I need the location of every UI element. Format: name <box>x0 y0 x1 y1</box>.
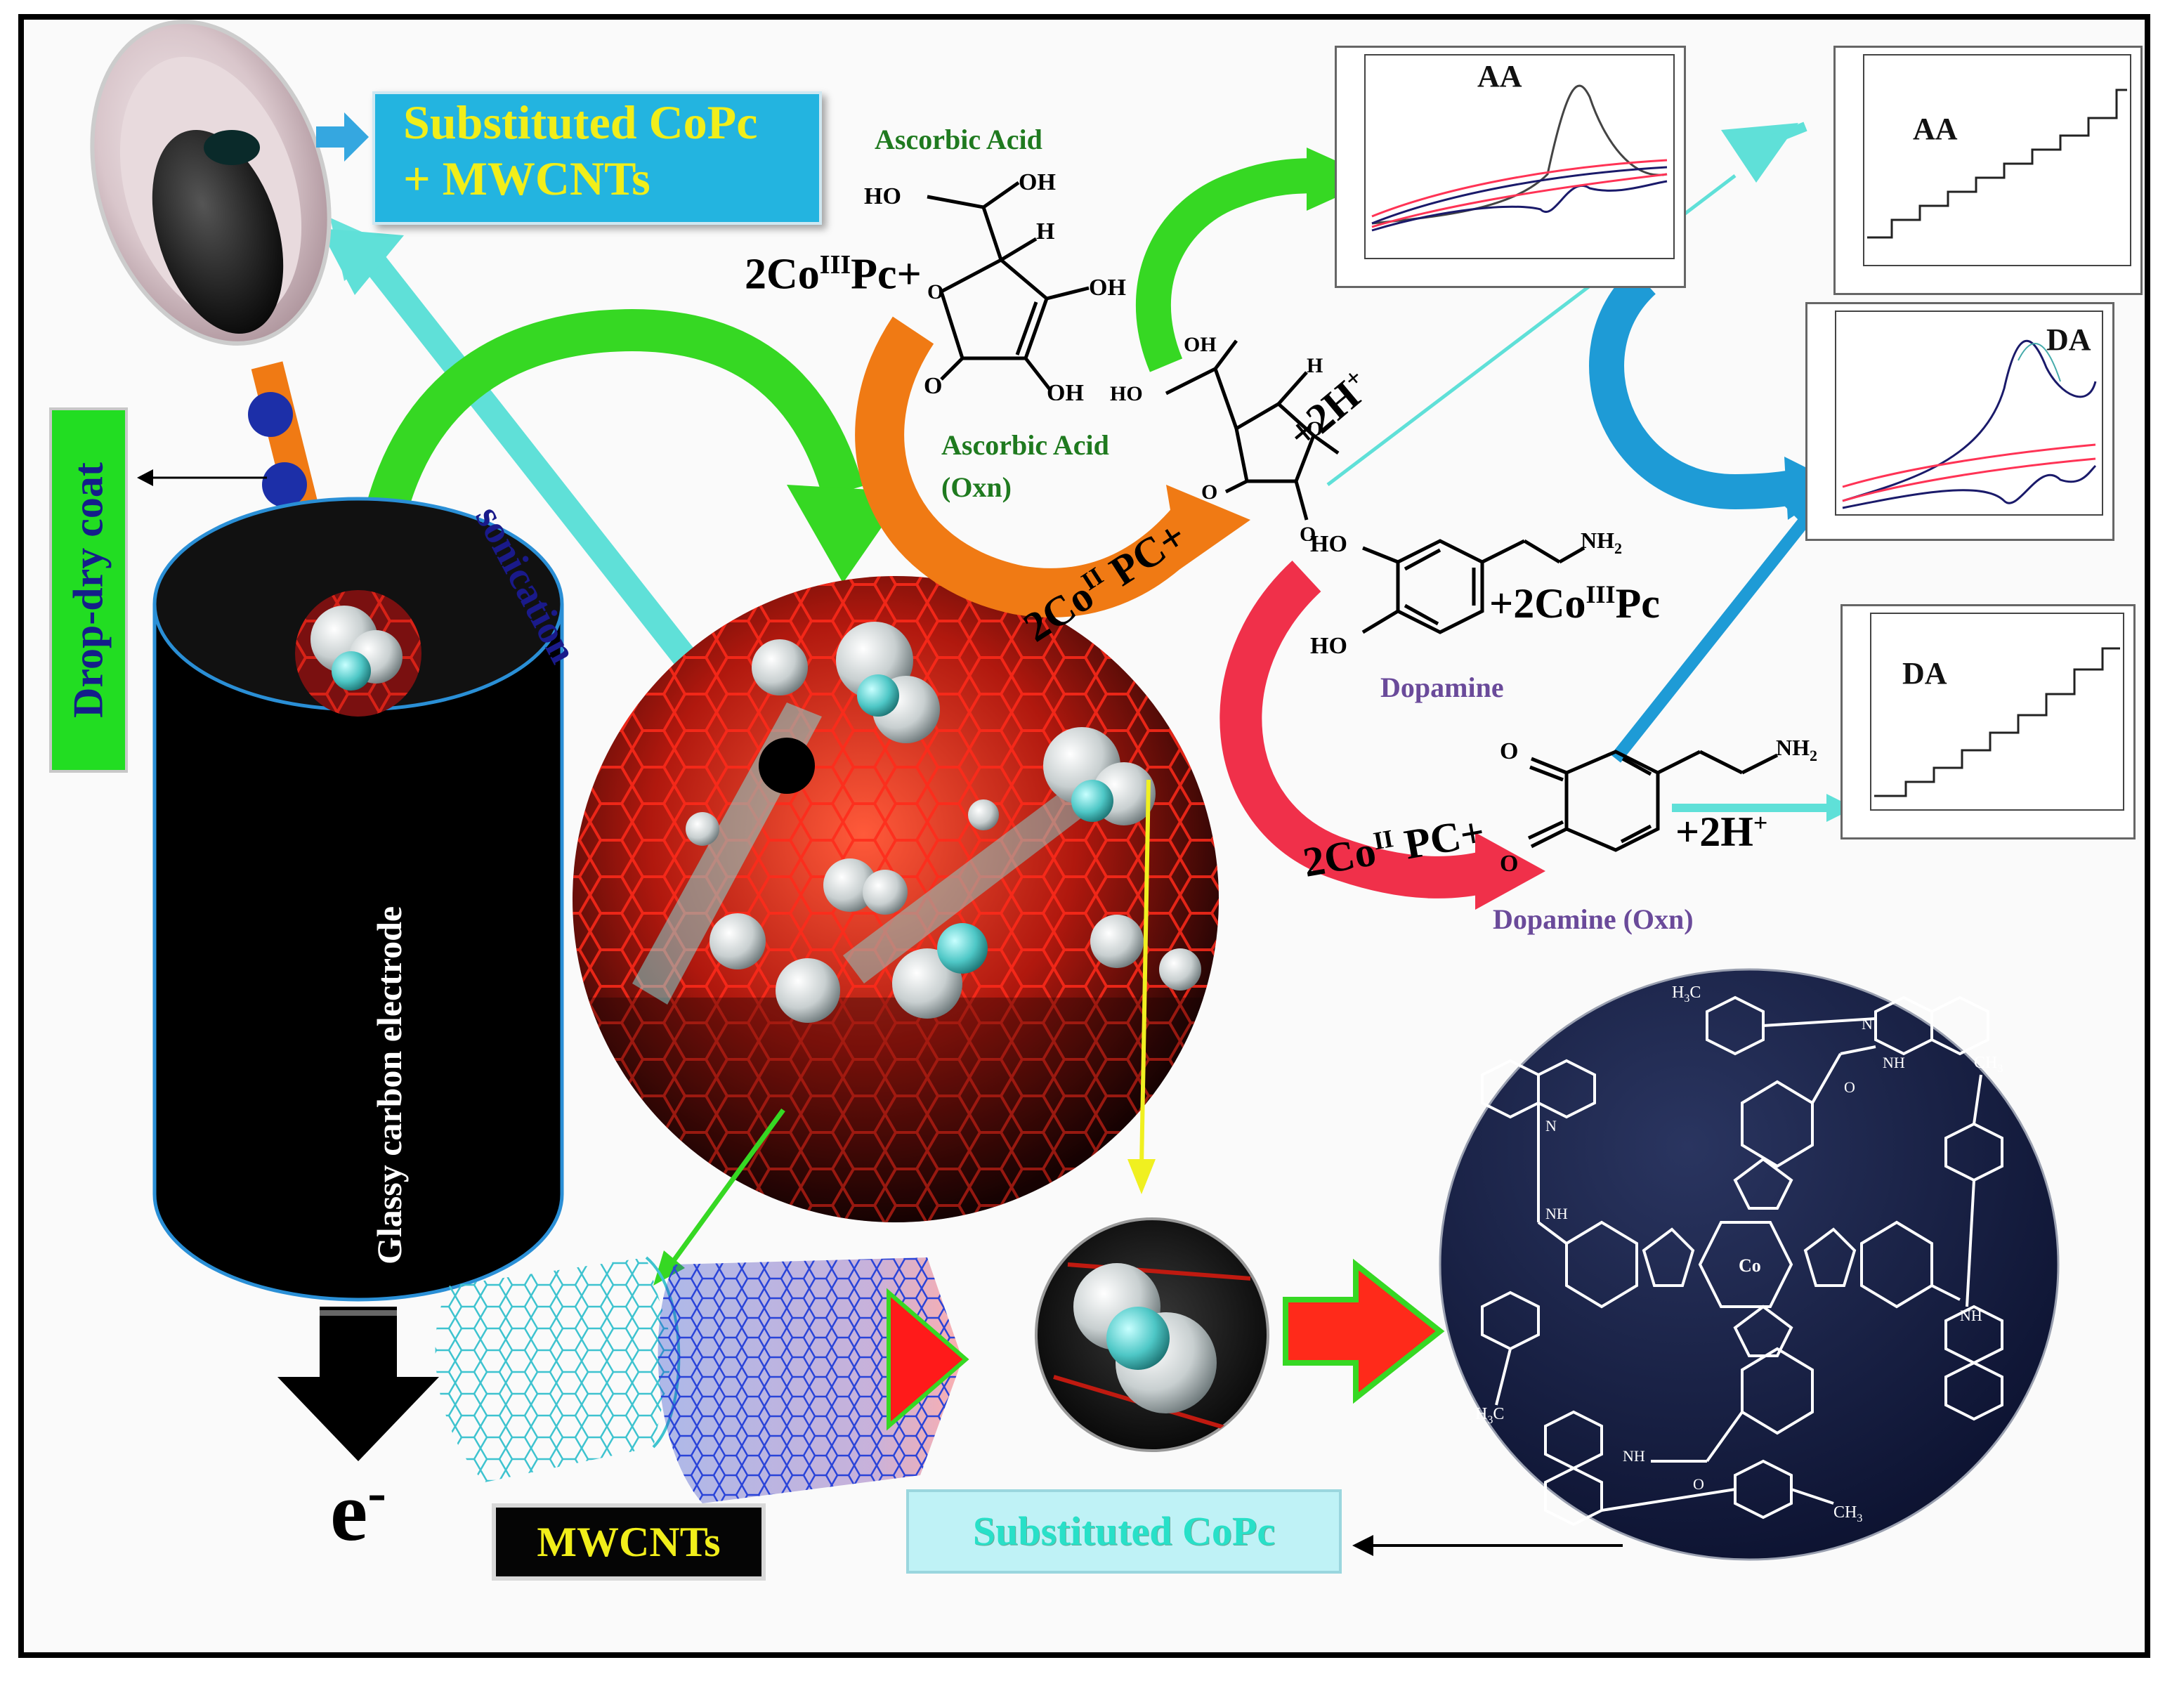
co3-pc-plus-label: 2CoIIIPc+ <box>745 249 922 300</box>
da-amp-plot: DA <box>1840 604 2136 839</box>
da-cv-title: DA <box>2046 322 2091 357</box>
da-cv-plot: DA <box>1805 302 2114 541</box>
aa-amp-plot: AA <box>1833 46 2143 295</box>
aa-cv-plot: AA <box>1335 46 1686 288</box>
aa-amp-staircase <box>1863 54 2131 266</box>
glassy-carbon-electrode-label: Glassy carbon electrode <box>370 906 409 1264</box>
nh-label-1: NH <box>1883 1054 1905 1071</box>
substituted-copc-box: Substituted CoPc <box>906 1489 1342 1574</box>
substituted-copc-mwcnts-box: Substituted CoPc + MWCNTs <box>372 91 822 225</box>
mwcnts-label: MWCNTs <box>537 1519 721 1565</box>
nh-label-2: NH <box>1545 1205 1568 1222</box>
atom-oh-4: OH <box>1184 333 1217 356</box>
atom-ho-3: HO <box>1310 531 1347 557</box>
nh-label-4: NH <box>1623 1447 1645 1465</box>
substituted-copc-mwcnts-line1: Substituted CoPc <box>403 96 758 149</box>
atom-h-2: H <box>1307 354 1323 377</box>
atom-ho-2: HO <box>1110 382 1143 405</box>
da-amp-staircase <box>1870 613 2124 811</box>
electron-label: e- <box>330 1461 386 1560</box>
mwcnts-box: MWCNTs <box>492 1503 766 1581</box>
da-amp-title: DA <box>1902 656 1947 691</box>
plus-co3-pc-da-pre: +2Co <box>1489 580 1586 627</box>
substituted-copc-label: Substituted CoPc <box>972 1508 1276 1554</box>
drop-dry-coat-box: Drop-dry coat <box>49 407 128 773</box>
ascorbic-acid-oxn-line1: Ascorbic Acid <box>941 429 1109 461</box>
dopamine-oxn-structure: O O NH2 <box>1500 735 1817 877</box>
atom-o-1: O <box>924 373 942 399</box>
substituted-copc-structure: Co H3C H3C CH3 CH3 NH NH NH NH N N O O <box>1475 984 2003 1527</box>
co3-pc-plus-pre: 2Co <box>745 250 820 299</box>
co-center-label: Co <box>1739 1255 1761 1276</box>
aa-cv-title: AA <box>1477 59 1522 93</box>
n-label-1: N <box>1862 1015 1873 1033</box>
atom-oh-2: OH <box>1089 275 1126 301</box>
atom-o-2: O <box>1307 417 1323 440</box>
plus-co3-pc-da-label: +2CoIIIPc <box>1489 580 1660 628</box>
atom-ho-4: HO <box>1310 633 1347 659</box>
atom-h-1: H <box>1036 218 1054 244</box>
ascorbic-acid-structure: HO OH H OH OH O O <box>864 169 1126 400</box>
dopamine-oxn-label: Dopamine (Oxn) <box>1493 903 1694 935</box>
nh-label-3: NH <box>1960 1307 1982 1324</box>
atom-nh2-1: NH2 <box>1581 528 1622 557</box>
dopamine-label: Dopamine <box>1380 672 1504 703</box>
drop-dry-coat-label: Drop-dry coat <box>65 462 112 718</box>
atom-o-4: O <box>1300 523 1316 541</box>
atom-o-5: O <box>1500 738 1518 764</box>
atom-o-ring: O <box>927 280 943 303</box>
ascorbic-acid-label: Ascorbic Acid <box>875 124 1042 155</box>
da-cv-curves <box>1835 311 2103 516</box>
atom-oh-1: OH <box>1019 169 1056 195</box>
atom-o-3: O <box>1201 481 1217 504</box>
o-label-2: O <box>1693 1475 1704 1493</box>
atom-o-6: O <box>1500 851 1518 877</box>
aa-cv-curves <box>1364 54 1675 259</box>
electron-charge: - <box>367 1462 386 1524</box>
atom-oh-3: OH <box>1047 380 1084 400</box>
o-label-1: O <box>1844 1078 1855 1096</box>
substituted-copc-mwcnts-line2: + MWCNTs <box>403 152 650 205</box>
plus-2h-da-pre: +2H <box>1675 809 1753 855</box>
ascorbic-acid-oxn-structure: OH HO H O O O <box>1110 333 1340 541</box>
co3-pc-plus-post: Pc+ <box>851 250 922 299</box>
plus-2h-da-label: +2H+ <box>1675 808 1767 856</box>
atom-ho-1: HO <box>864 183 901 209</box>
electron-symbol: e <box>330 1465 368 1558</box>
aa-amp-title: AA <box>1913 112 1958 146</box>
plus-co3-pc-da-post: Pc <box>1615 580 1660 627</box>
h3co-left-label: H3C <box>1475 1405 1504 1426</box>
plus-2h-da-sup: + <box>1753 809 1768 837</box>
h3co-top-label: H3C <box>1672 984 1701 1005</box>
atom-nh2-2: NH2 <box>1776 735 1817 764</box>
dopamine-structure: HO HO NH2 <box>1310 528 1622 659</box>
plus-co3-pc-da-sup: III <box>1585 580 1616 608</box>
co3-pc-plus-sup: III <box>819 250 851 280</box>
n-label-2: N <box>1545 1117 1557 1135</box>
ch3-right-label: CH3 <box>1974 1054 2003 1075</box>
ch3-bottom-label: CH3 <box>1833 1503 1862 1524</box>
ascorbic-acid-oxn-line2: (Oxn) <box>941 471 1012 503</box>
